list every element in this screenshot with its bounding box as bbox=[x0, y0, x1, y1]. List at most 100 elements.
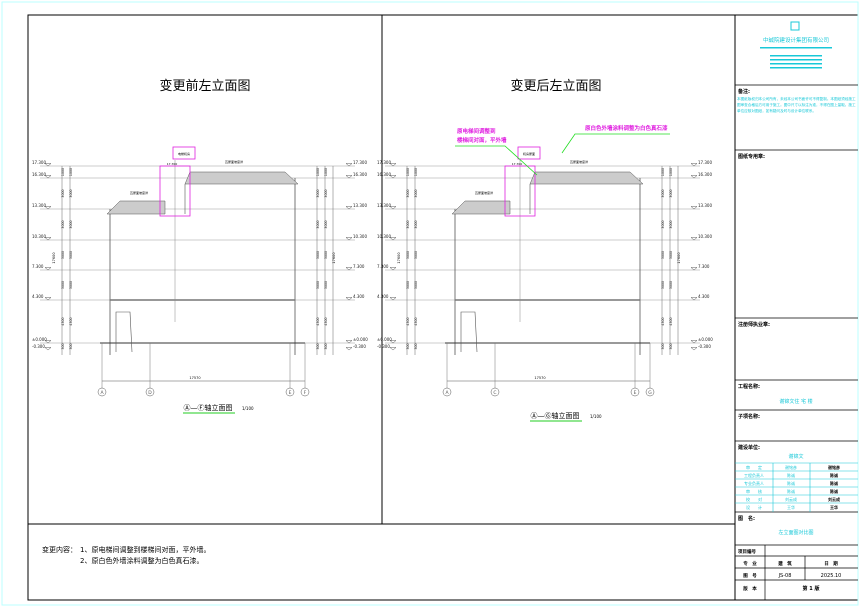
roof-label: 瓦屋面坡度详 bbox=[475, 190, 493, 195]
roof-label: 瓦屋面坡度详 bbox=[570, 159, 588, 164]
axis-bubble bbox=[300, 387, 310, 397]
level-marker-icon bbox=[345, 340, 353, 344]
level-marker-icon bbox=[389, 297, 397, 301]
level-marker-icon bbox=[389, 267, 397, 271]
floor-dimension: 300 bbox=[69, 343, 73, 349]
sign-role: 专业负责人 bbox=[744, 480, 764, 486]
change-note-item-1: 1、原电梯间调整到楼梯间对面，平外墙。 bbox=[80, 545, 210, 554]
level-marker-icon bbox=[44, 267, 52, 271]
axis-bubble bbox=[145, 387, 155, 397]
date-label: 日 期 bbox=[824, 560, 838, 567]
level-marker-icon bbox=[44, 163, 52, 167]
level-label-left: ±0.000 bbox=[32, 337, 47, 342]
top-level-label: 17.700 bbox=[167, 162, 178, 166]
level-label-right: ±0.000 bbox=[698, 337, 713, 342]
floor-dimension: 3000 bbox=[61, 251, 65, 259]
floor-dimension: 3000 bbox=[414, 189, 418, 197]
level-label-right: 16.300 bbox=[698, 172, 712, 177]
right-view-title: 变更后左立面图 bbox=[510, 78, 601, 94]
total-height-dimension: 17600 bbox=[397, 252, 401, 263]
axis-bubble bbox=[630, 387, 640, 397]
signature: 刘云成 bbox=[828, 496, 840, 502]
floor-dimension: 3000 bbox=[661, 251, 665, 259]
title-block bbox=[735, 84, 858, 600]
axis-bubble bbox=[645, 387, 655, 397]
project-name-value: 谢锦文住 宅 楼 bbox=[779, 398, 812, 405]
sign-name: 陈诚 bbox=[787, 488, 795, 494]
sign-role: 审 核 bbox=[746, 488, 762, 494]
change-note-item-2: 2、原白色外墙涂料调整为白色真石漆。 bbox=[80, 556, 203, 565]
level-marker-icon bbox=[345, 297, 353, 301]
floor-dimension: 300 bbox=[669, 343, 673, 349]
floor-dimension: 4300 bbox=[669, 317, 673, 325]
overall-dimension: 17570 bbox=[534, 376, 545, 380]
axis-label: E bbox=[634, 390, 637, 396]
sign-role: 校 对 bbox=[746, 496, 762, 502]
total-height-dimension: 17600 bbox=[52, 252, 56, 263]
floor-dimension: 300 bbox=[316, 343, 320, 349]
version-label: 版 本 bbox=[743, 585, 757, 592]
level-marker-icon bbox=[690, 267, 698, 271]
sign-name: 陈诚 bbox=[787, 472, 795, 478]
signature: 陈诚 bbox=[830, 472, 838, 478]
label-highlight-box bbox=[172, 146, 196, 160]
signature: 陈诚 bbox=[830, 488, 838, 494]
level-marker-icon bbox=[389, 237, 397, 241]
level-label-right: 16.300 bbox=[353, 172, 367, 177]
level-marker-icon bbox=[389, 206, 397, 210]
change-note-1-line1: 原电梯间调整到 bbox=[457, 127, 496, 135]
level-label-left: -0.300 bbox=[377, 344, 390, 349]
version-value: 第 1 版 bbox=[803, 585, 820, 592]
left-view-scale: 1/100 bbox=[242, 406, 254, 411]
floor-dimension: 3000 bbox=[414, 251, 418, 259]
level-marker-icon bbox=[345, 237, 353, 241]
level-label-left: 16.300 bbox=[32, 172, 46, 177]
level-marker-icon bbox=[44, 297, 52, 301]
level-label-left: 17.300 bbox=[377, 160, 391, 165]
floor-dimension: 4300 bbox=[69, 317, 73, 325]
floor-dimension: 4300 bbox=[324, 317, 328, 325]
room-label: 机房屋面 bbox=[523, 151, 535, 156]
floor-dimension: 3000 bbox=[669, 251, 673, 259]
floor-dimension: 1000 bbox=[414, 168, 418, 176]
level-label-right: -0.300 bbox=[698, 344, 711, 349]
change-note-1-line2: 楼梯间对面，平外墙 bbox=[457, 136, 507, 144]
overall-dimension: 17570 bbox=[189, 376, 200, 380]
level-marker-icon bbox=[345, 175, 353, 179]
floor-dimension: 1000 bbox=[69, 168, 73, 176]
floor-dimension: 1000 bbox=[406, 168, 410, 176]
floor-dimension: 3000 bbox=[324, 189, 328, 197]
right-view-caption: Ⓐ—Ⓖ轴立面图 bbox=[531, 411, 580, 420]
discipline-value: 建 筑 bbox=[777, 560, 792, 567]
floor-dimension: 1000 bbox=[669, 168, 673, 176]
floor-dimension: 1000 bbox=[61, 168, 65, 176]
remarks-text: 本图纸版权归本公司所有，未经本公司书面许可不得复制。本图纸须经施工图审查合格后方… bbox=[737, 97, 856, 113]
floor-dimension: 3000 bbox=[669, 189, 673, 197]
axis-bubble bbox=[285, 387, 295, 397]
change-highlight-box bbox=[504, 165, 536, 217]
floor-dimension: 3000 bbox=[324, 220, 328, 228]
level-marker-icon bbox=[345, 347, 353, 351]
entrance-door bbox=[115, 311, 133, 353]
floor-dimension: 3000 bbox=[661, 281, 665, 289]
floor-dimension: 3000 bbox=[406, 189, 410, 197]
level-label-right: 17.300 bbox=[698, 160, 712, 165]
sign-role: 审 定 bbox=[746, 464, 762, 470]
level-label-left: 10.300 bbox=[32, 234, 46, 239]
entrance-door bbox=[460, 311, 478, 353]
sign-name: 谢铭彦 bbox=[785, 464, 797, 470]
date-value: 2025.10 bbox=[821, 573, 842, 579]
floor-dimension: 4300 bbox=[61, 317, 65, 325]
floor-dimension: 1000 bbox=[316, 168, 320, 176]
company-name: 中誠院建设计集团有限公司 bbox=[763, 36, 829, 44]
level-marker-icon bbox=[44, 347, 52, 351]
level-label-right: 13.300 bbox=[698, 203, 712, 208]
axis-label: G bbox=[648, 390, 652, 396]
sign-role: 工程负责人 bbox=[744, 472, 764, 478]
room-label: 电梯机房 bbox=[178, 151, 190, 156]
axis-label: A bbox=[445, 390, 449, 396]
level-marker-icon bbox=[690, 297, 698, 301]
discipline-label: 专 业 bbox=[743, 560, 757, 567]
change-note-2: 原白色外墙涂料调整为白色真石漆 bbox=[585, 124, 668, 132]
